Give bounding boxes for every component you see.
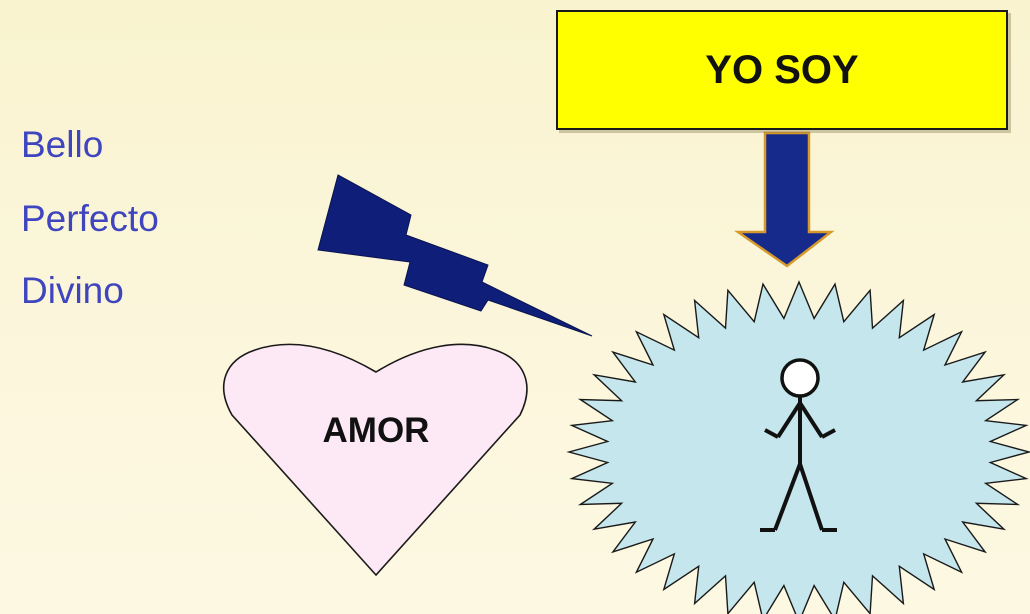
yo-soy-box: YO SOY <box>556 10 1008 130</box>
attribute-perfecto: Perfecto <box>21 198 159 239</box>
attribute-divino: Divino <box>21 270 124 311</box>
amor-label: AMOR <box>322 411 430 450</box>
lightning-bolt-icon <box>317 174 593 337</box>
attribute-bello: Bello <box>21 124 104 165</box>
yo-soy-label: YO SOY <box>705 47 859 92</box>
heart-icon <box>223 343 528 577</box>
down-arrow-icon <box>734 131 835 268</box>
stick-figure-icon <box>760 358 837 532</box>
